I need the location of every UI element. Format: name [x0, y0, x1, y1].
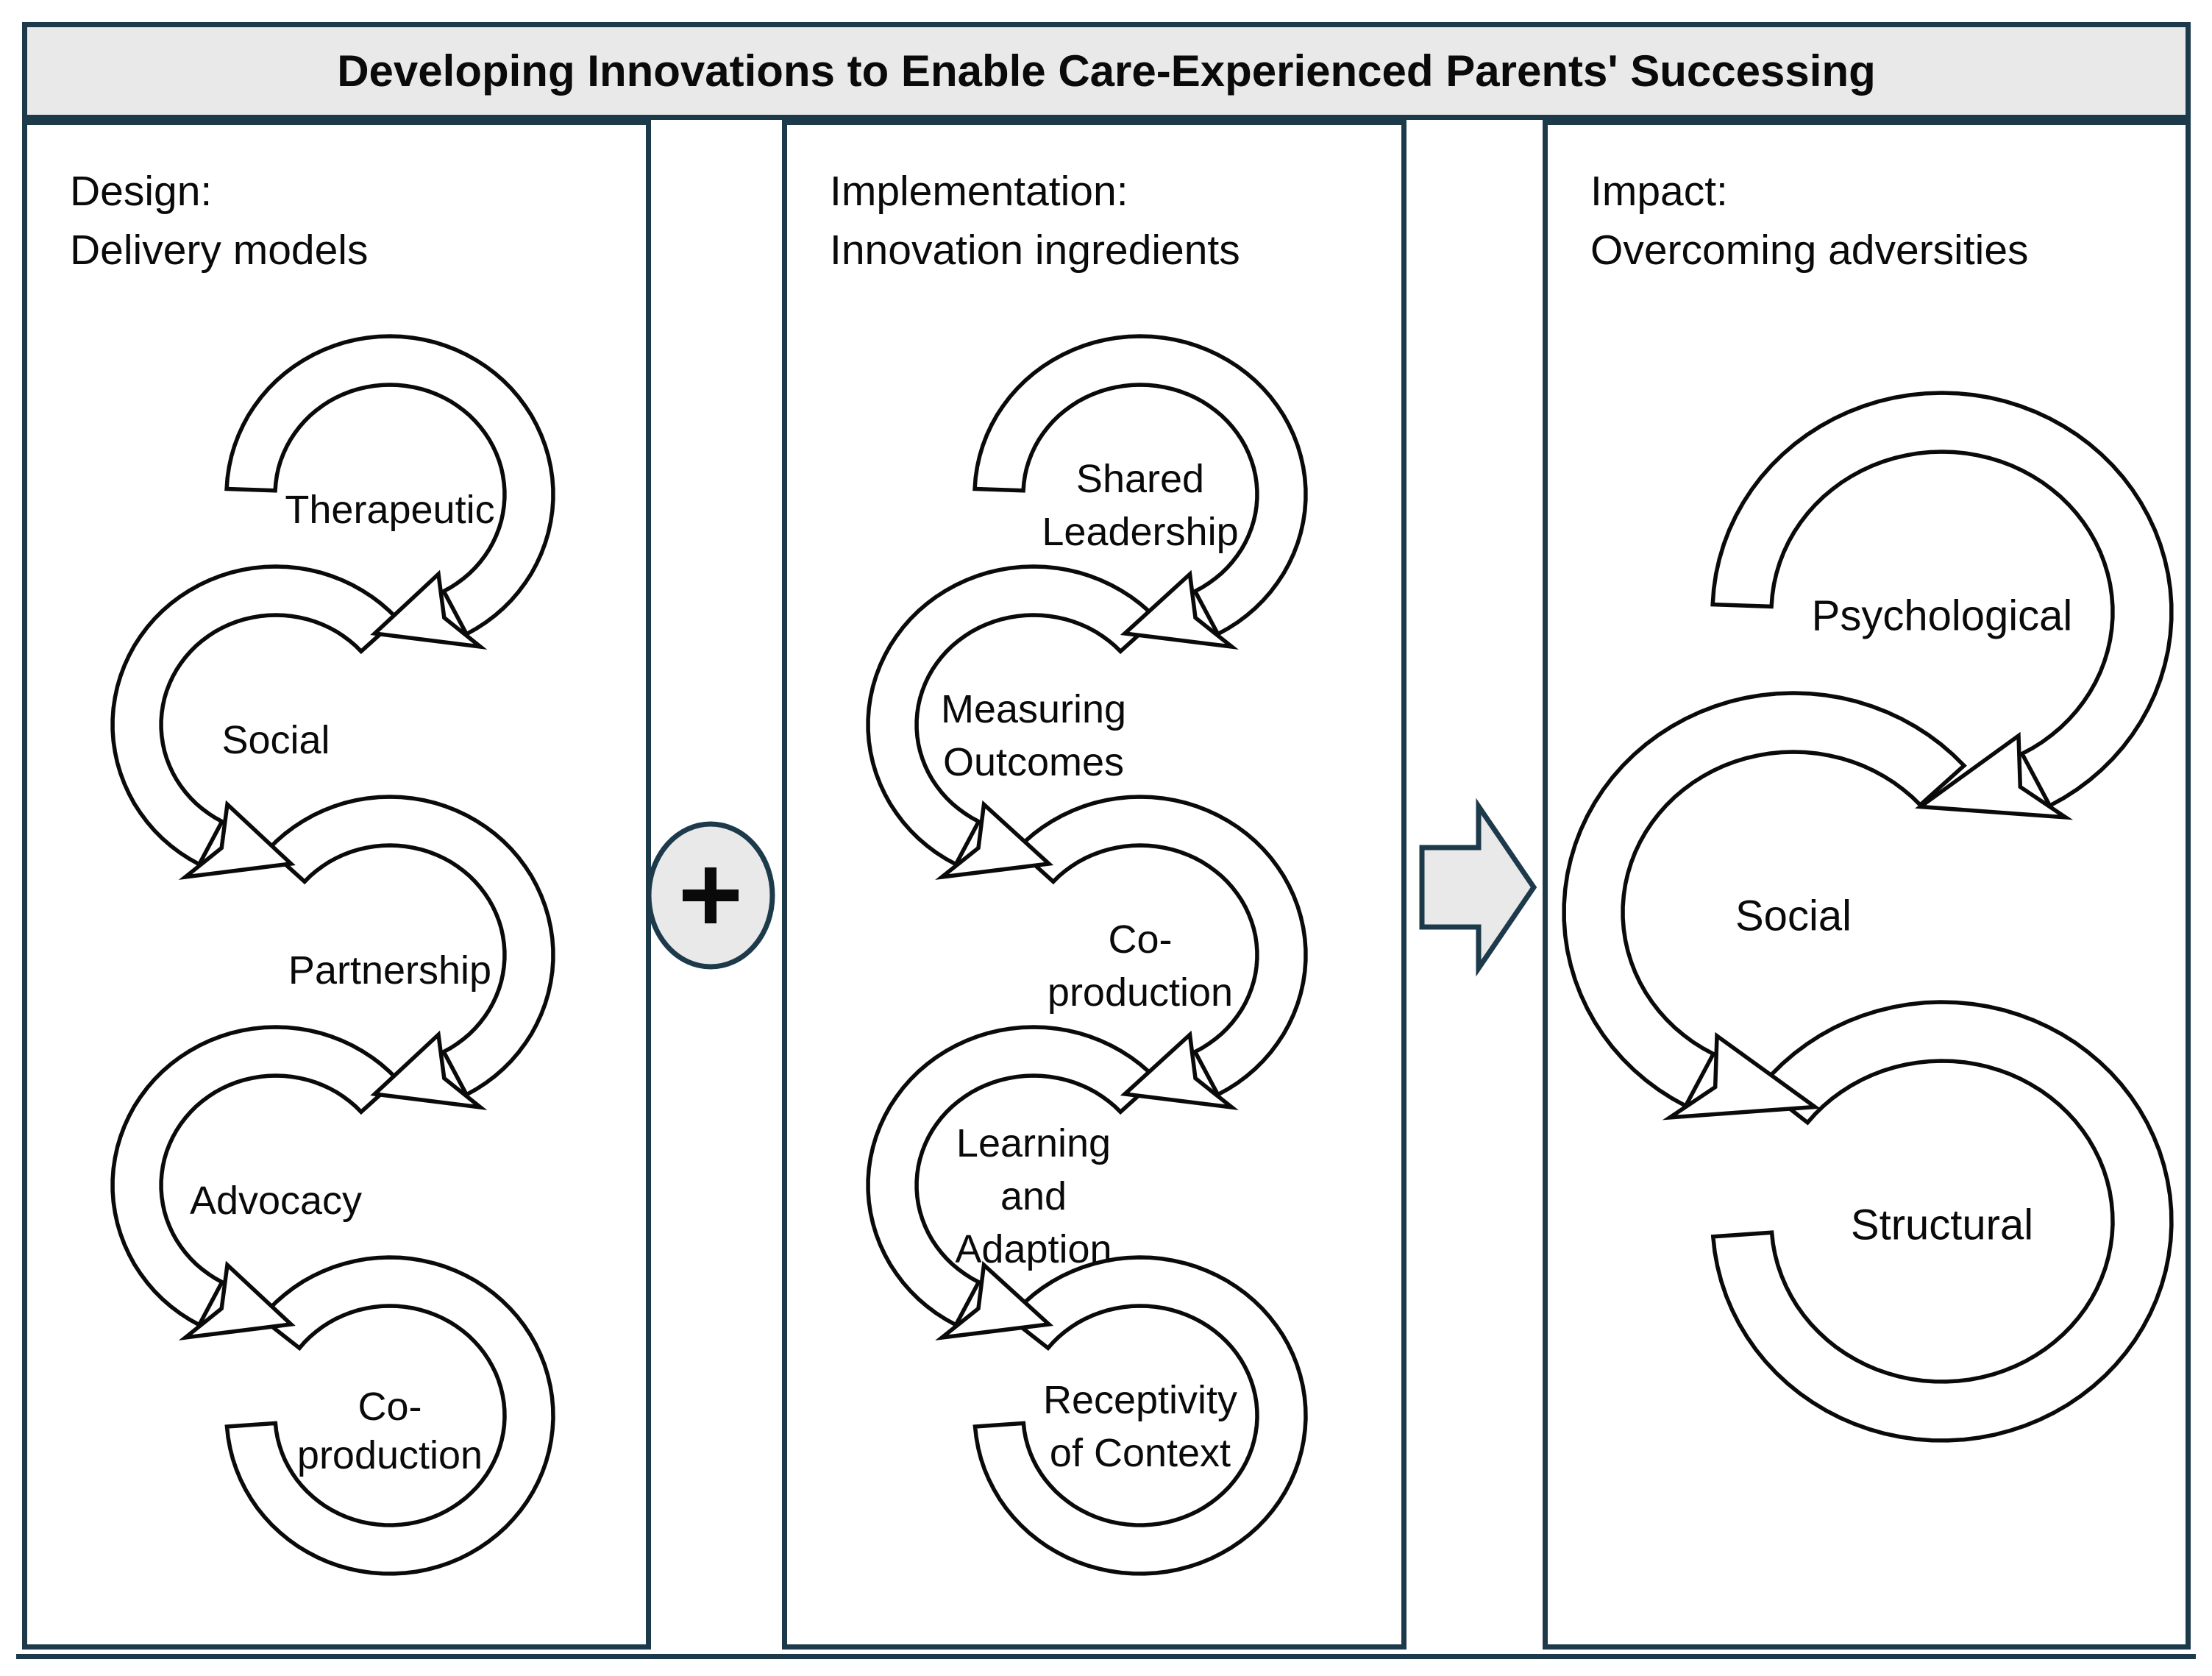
circular-arrow-implementation-2	[1014, 795, 1308, 1098]
panel-implementation-header: Implementation: Innovation ingredients	[830, 162, 1240, 280]
circular-arrow-design-2	[266, 795, 555, 1098]
circular-arrow-implementation-3	[866, 1025, 1160, 1328]
ring-label-design-3: Advocacy	[190, 1179, 362, 1223]
arrowhead-implementation-1	[935, 800, 1054, 880]
circular-arrow-design-0	[224, 334, 555, 637]
circular-arrow-design-3	[110, 1025, 400, 1328]
figure-title-bar: Developing Innovations to Enable Care-Ex…	[22, 22, 2191, 120]
panel-implementation-header-line2: Innovation ingredients	[830, 227, 1240, 274]
ring-label-design-4: Co-production	[297, 1385, 483, 1477]
arrowhead-design-1	[178, 800, 296, 880]
figure-title: Developing Innovations to Enable Care-Ex…	[337, 46, 1876, 96]
ring-label-implementation-2: Co-production	[1048, 917, 1233, 1015]
arrowhead-design-2	[370, 1030, 488, 1110]
panel-impact-header: Impact: Overcoming adversities	[1590, 162, 2029, 280]
circular-arrow-implementation-0	[972, 334, 1308, 637]
panel-impact-header-line1: Impact:	[1590, 168, 1728, 215]
circular-arrow-impact-2	[1710, 1000, 2174, 1443]
plus-connector	[646, 821, 775, 970]
circular-arrow-design-1	[110, 564, 400, 867]
panel-design-header: Design: Delivery models	[70, 162, 368, 280]
panel-design-header-line1: Design:	[70, 168, 213, 215]
arrowhead-design-3	[178, 1260, 296, 1341]
bottom-rule	[16, 1654, 2196, 1659]
ring-label-design-1: Social	[221, 718, 330, 762]
arrowhead-design-0	[370, 569, 488, 650]
circular-arrow-impact-1	[1562, 691, 1967, 1109]
arrowhead-implementation-3	[935, 1260, 1054, 1341]
ring-label-impact-0: Psychological	[1812, 592, 2073, 639]
arrowhead-implementation-2	[1120, 1030, 1239, 1110]
circular-arrow-implementation-1	[866, 564, 1160, 867]
circular-arrow-implementation-4	[972, 1255, 1308, 1576]
panel-implementation-header-line1: Implementation:	[830, 168, 1128, 215]
circular-arrow-design-4	[224, 1255, 555, 1576]
ring-label-design-2: Partnership	[288, 948, 491, 993]
arrowhead-impact-0	[1914, 731, 2074, 820]
right-block-arrow-icon	[1419, 798, 1537, 977]
ring-label-design-0: Therapeutic	[285, 488, 494, 532]
arrowhead-impact-1	[1662, 1031, 1821, 1121]
panel-impact-header-line2: Overcoming adversities	[1590, 227, 2029, 274]
panel-design-header-line2: Delivery models	[70, 227, 369, 274]
arrowhead-implementation-0	[1120, 569, 1239, 650]
ring-label-impact-2: Structural	[1851, 1201, 2033, 1249]
plus-icon	[705, 867, 716, 923]
ring-label-impact-1: Social	[1735, 892, 1852, 940]
circular-arrow-impact-0	[1710, 391, 2174, 809]
circular-arrow-chains: TherapeuticSocialPartnershipAdvocacyCo-p…	[110, 334, 2174, 1576]
